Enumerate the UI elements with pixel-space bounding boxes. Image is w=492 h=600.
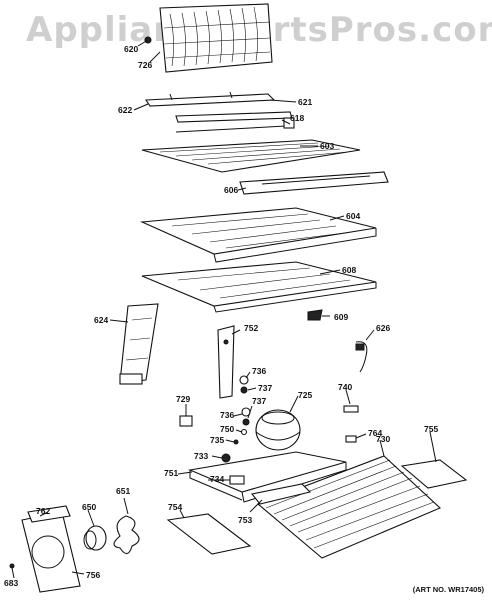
callout-756: 756 xyxy=(86,570,100,580)
callout-650: 650 xyxy=(82,502,96,512)
callout-736-upper: 736 xyxy=(252,366,266,376)
bracket-762[interactable] xyxy=(27,505,71,523)
fan-motor-650[interactable] xyxy=(83,525,107,551)
callout-labels: 620 726 622 621 618 603 606 604 608 609 … xyxy=(4,44,438,588)
callout-740: 740 xyxy=(338,382,352,392)
part-734[interactable] xyxy=(229,475,245,485)
evaporator-coil[interactable] xyxy=(159,3,273,73)
callout-735: 735 xyxy=(210,435,224,445)
callout-726: 726 xyxy=(138,60,152,70)
callout-754: 754 xyxy=(168,502,182,512)
callout-618: 618 xyxy=(290,113,304,123)
callout-683: 683 xyxy=(4,578,18,588)
callout-752: 752 xyxy=(244,323,258,333)
callout-606: 606 xyxy=(224,185,238,195)
panel-624[interactable] xyxy=(119,303,159,385)
callout-736-lower: 736 xyxy=(220,410,234,420)
callout-737-lower: 737 xyxy=(252,396,266,406)
shelf-603[interactable] xyxy=(141,139,361,173)
callout-734: 734 xyxy=(210,474,224,484)
base-pan-751[interactable] xyxy=(188,451,347,503)
callout-624: 624 xyxy=(94,315,108,325)
drain-trough[interactable] xyxy=(145,91,276,107)
callout-725: 725 xyxy=(298,390,312,400)
callout-608: 608 xyxy=(342,265,356,275)
pan-608[interactable] xyxy=(141,261,377,313)
callout-753: 753 xyxy=(238,515,252,525)
relay-729[interactable] xyxy=(179,415,193,427)
cover-606[interactable] xyxy=(239,171,389,195)
callout-622: 622 xyxy=(118,105,132,115)
part-626-clip[interactable] xyxy=(355,343,365,351)
callout-603: 603 xyxy=(320,141,334,151)
fan-shroud-756[interactable] xyxy=(21,511,81,593)
plate-754[interactable] xyxy=(166,513,252,555)
grommet-737-lower[interactable] xyxy=(242,418,250,426)
callout-733: 733 xyxy=(194,451,208,461)
compressor-725[interactable] xyxy=(255,409,301,451)
grommet-737-upper[interactable] xyxy=(240,386,248,394)
callout-729: 729 xyxy=(176,394,190,404)
washer-750[interactable] xyxy=(240,428,248,436)
callout-620: 620 xyxy=(124,44,138,54)
callout-609: 609 xyxy=(334,312,348,322)
part-764[interactable] xyxy=(345,435,357,443)
bracket-752[interactable] xyxy=(217,325,235,399)
callout-604: 604 xyxy=(346,211,360,221)
plate-755[interactable] xyxy=(400,459,468,489)
callout-750: 750 xyxy=(220,424,234,434)
callout-764: 764 xyxy=(368,428,382,438)
callout-730: 730 xyxy=(376,434,390,444)
part-609[interactable] xyxy=(307,309,323,321)
callout-626: 626 xyxy=(376,323,390,333)
shelf-604[interactable] xyxy=(139,207,377,263)
callout-762: 762 xyxy=(36,506,50,516)
fan-blade-651[interactable] xyxy=(113,515,140,555)
callout-755: 755 xyxy=(424,424,438,434)
condenser-730[interactable] xyxy=(256,455,441,559)
part-626[interactable] xyxy=(355,341,368,373)
leader-lines xyxy=(11,39,437,579)
part-735[interactable] xyxy=(233,439,239,445)
art-number: (ART NO. WR17405) xyxy=(412,585,484,594)
callout-737-upper: 737 xyxy=(258,383,272,393)
part-740[interactable] xyxy=(343,405,359,413)
callout-651: 651 xyxy=(116,486,130,496)
plate-753[interactable] xyxy=(251,483,312,505)
part-733[interactable] xyxy=(221,453,231,463)
callout-751: 751 xyxy=(164,468,178,478)
screw-683[interactable] xyxy=(9,563,15,569)
defrost-heater[interactable] xyxy=(175,111,295,133)
callout-621: 621 xyxy=(298,97,312,107)
